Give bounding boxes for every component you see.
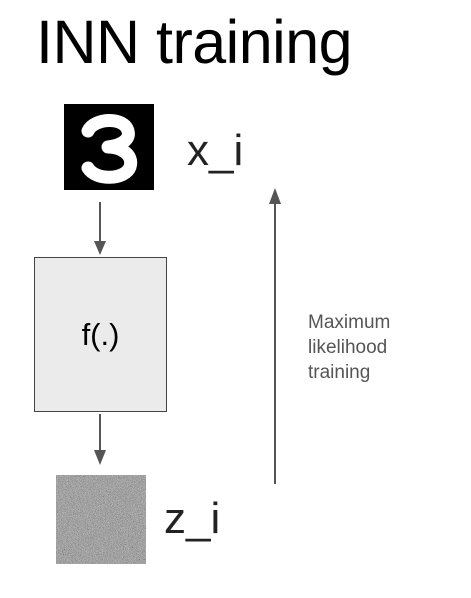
training-annotation: Maximum likelihood training [308, 310, 428, 385]
function-box: f(.) [34, 257, 167, 412]
arrow-input-to-function [94, 202, 106, 255]
input-label: x_i [187, 126, 244, 175]
annotation-line-3: training [308, 362, 371, 383]
annotation-line-2: likelihood [308, 337, 388, 358]
arrow-function-to-latent [94, 414, 106, 465]
annotation-line-1: Maximum [308, 312, 391, 333]
noise-icon [56, 475, 146, 564]
digit-three-icon [81, 114, 138, 184]
function-label: f(.) [81, 316, 120, 352]
latent-noise-image [56, 475, 146, 564]
arrow-max-likelihood-up [269, 188, 281, 484]
page-title: INN training [36, 8, 353, 76]
input-digit-image [64, 104, 154, 190]
latent-label: z_i [164, 494, 221, 543]
